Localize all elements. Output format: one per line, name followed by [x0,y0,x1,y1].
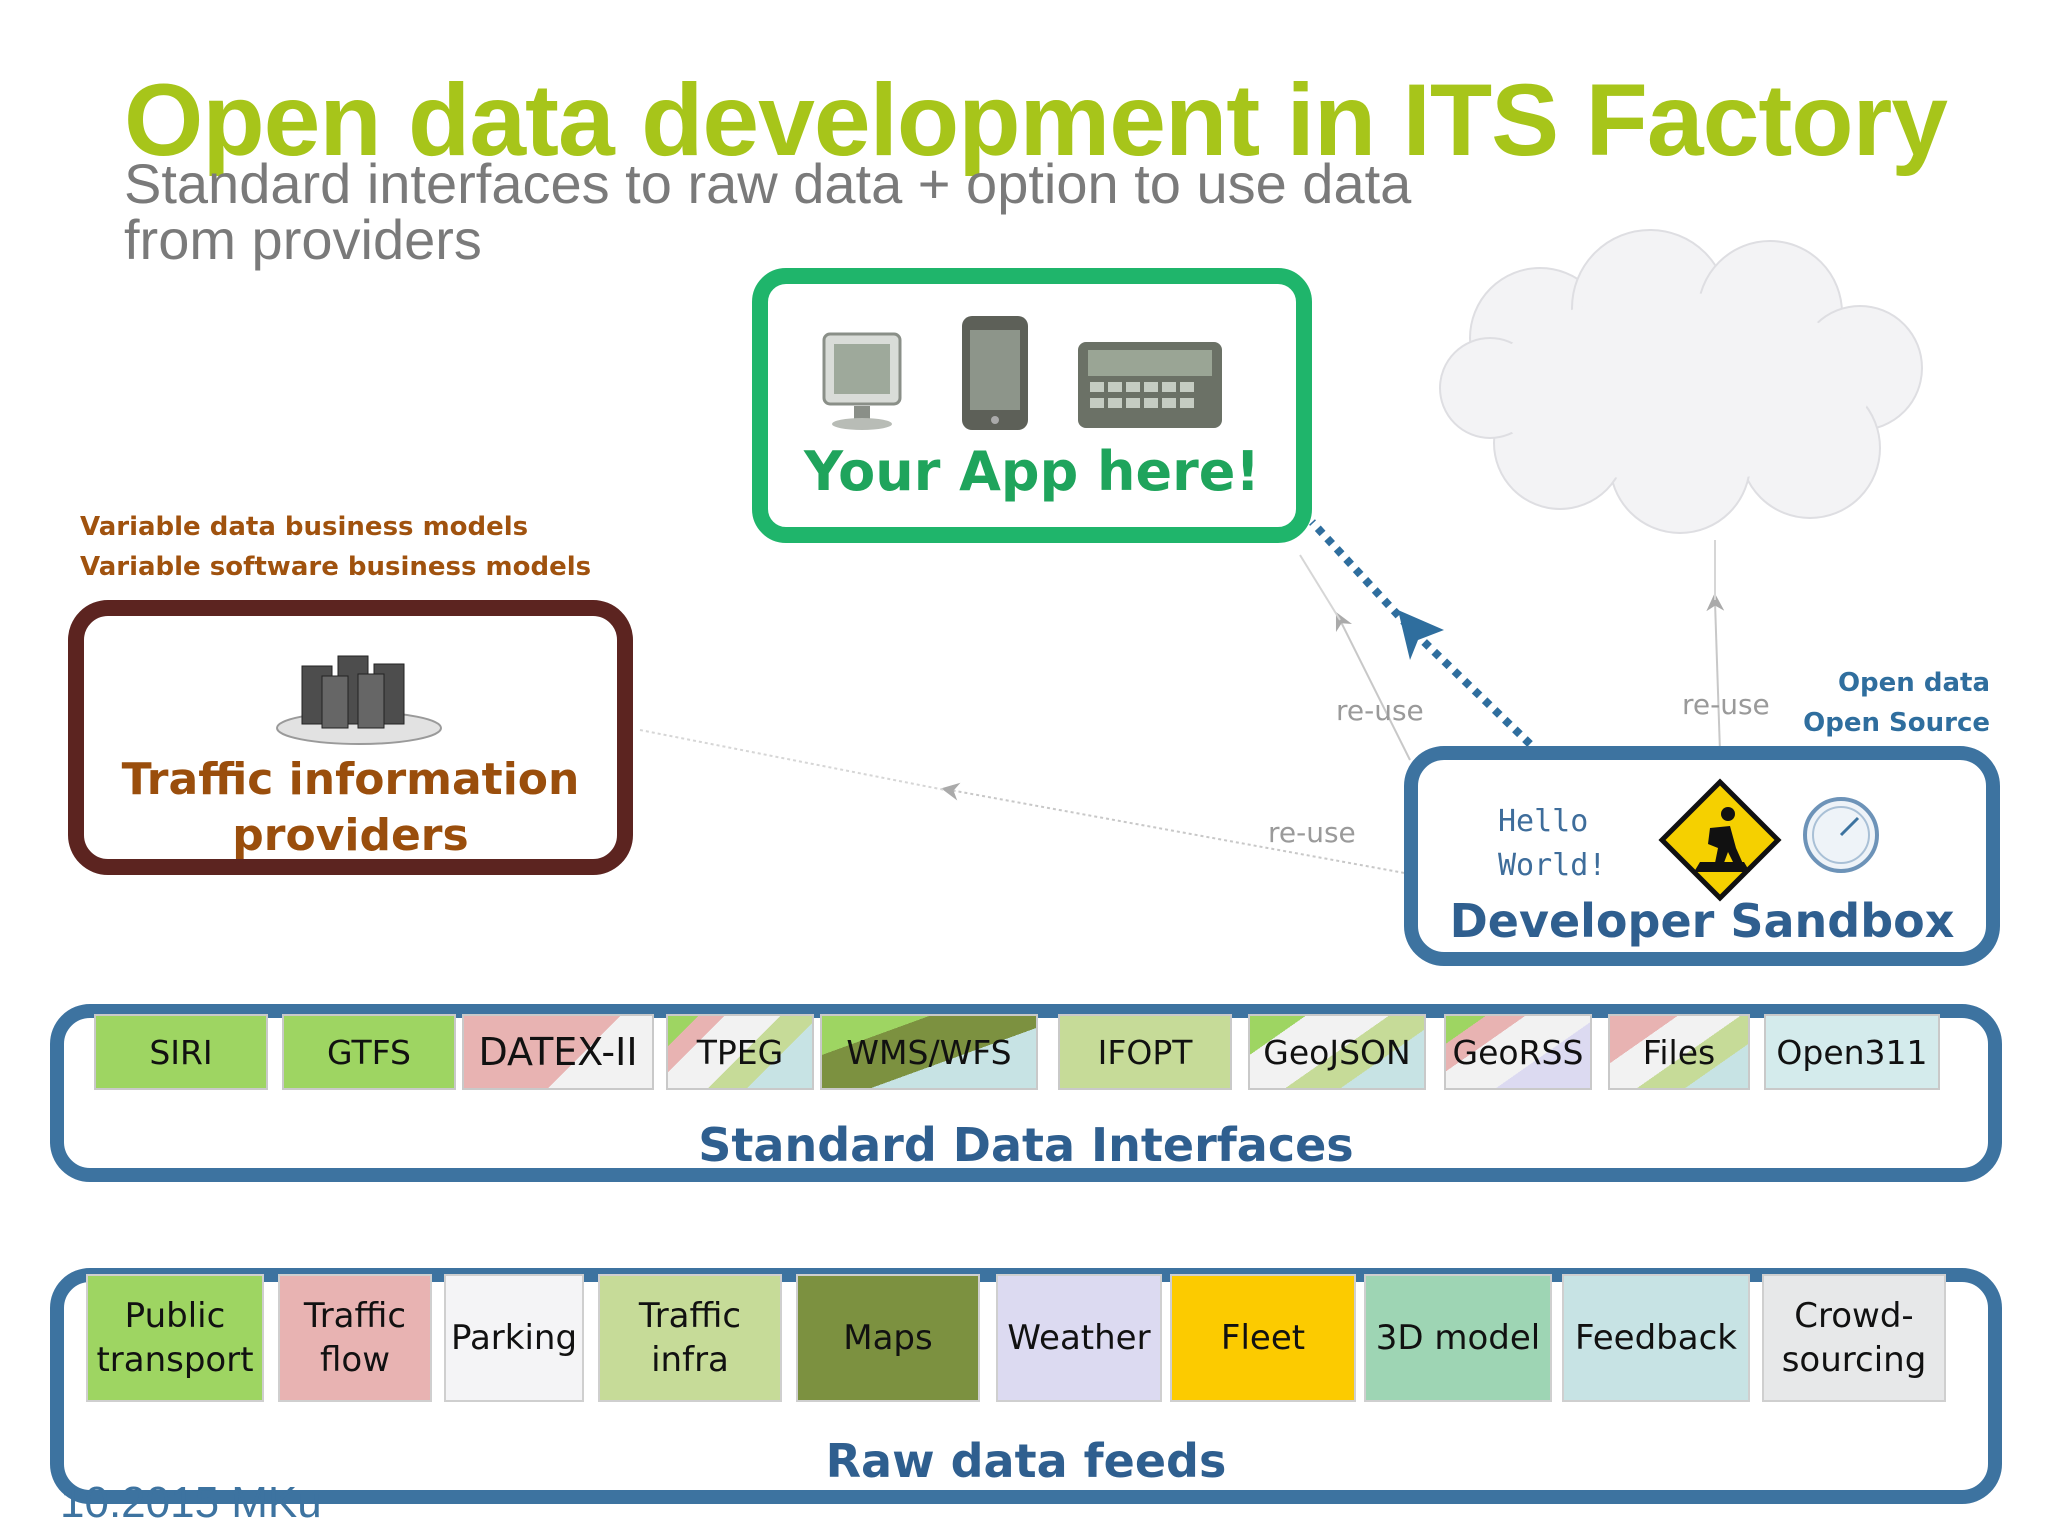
traffic-providers-label: Traffic information providers [84,752,617,864]
raw-feeds-label: Raw data feeds [825,1434,1227,1488]
interface-georss: GeoRSS [1444,1014,1592,1090]
app-label: Your App here! [804,440,1260,503]
hello-line2: World! [1498,848,1607,883]
traffic-providers-box: Traffic information providers [68,600,633,875]
hello-line1: Hello [1498,804,1589,839]
servers-icon [276,655,442,745]
page-title: Open data development in ITS Factory [124,63,1948,177]
footer-date: 10.2015 MKu [60,1478,322,1527]
raw-feed-item: Fleet [1170,1274,1356,1402]
app-box: Your App here! [752,268,1312,543]
monitor-icon [822,332,902,430]
gauge-icon [1803,797,1879,873]
open-data-label: Open data [1837,668,1990,698]
interface-files: Files [1608,1014,1750,1090]
page-subtitle: Standard interfaces to raw data + option… [124,152,1412,271]
cloud-icon [1439,229,1923,534]
raw-feed-item: Weather [996,1274,1162,1402]
reuse-label-app: re-use [1336,694,1424,727]
raw-feed-line1: Parking [450,1318,578,1358]
raw-feed-item: 3D model [1364,1274,1552,1402]
raw-feed-item: Crowd-sourcing [1762,1274,1946,1402]
traffic-providers-label-line1: Traffic information [121,754,580,805]
raw-feed-line1: 3D model [1375,1318,1541,1358]
reuse-label-providers: re-use [1268,816,1356,849]
raw-feed-line1: Public [124,1296,226,1336]
interface-geojson: GeoJSON [1248,1014,1426,1090]
phone-icon [962,316,1028,430]
deploy-arrow [1417,635,1533,747]
raw-feed-line1: Traffic [303,1296,407,1336]
interface-ifopt: IFOPT [1058,1014,1232,1090]
raw-feed-line2: infra [651,1340,729,1380]
raw-feed-line1: Feedback [1575,1318,1737,1358]
raw-feed-line1: Crowd- [1794,1296,1914,1336]
interface-tpeg: TPEG [666,1014,814,1090]
raw-feed-line2: transport [96,1340,254,1380]
interface-datex-ii: DATEX-II [462,1014,654,1090]
reuse-arrow-cloud [1706,593,1725,753]
raw-feed-line2: flow [319,1340,391,1380]
business-model-data: Variable data business models [80,512,529,542]
interface-siri: SIRI [94,1014,268,1090]
reuse-arrow-app [1335,611,1411,761]
raw-feed-line2: sourcing [1781,1340,1927,1380]
traffic-providers-label-line2: providers [232,810,469,861]
raw-feed-line1: Fleet [1220,1318,1306,1358]
developer-sandbox-box: Hello World! Developer Sandbox [1404,746,2000,966]
raw-feed-line1: Traffic [638,1296,742,1336]
raw-feed-item: Parking [444,1274,584,1402]
open-source-label: Open Source [1803,708,1990,738]
raw-feed-item: Maps [796,1274,980,1402]
devices-icon [822,316,1222,430]
standard-interfaces-label: Standard Data Interfaces [698,1118,1354,1172]
construction-sign-icon [1658,778,1782,902]
hello-world-text: Hello World! [1498,800,1606,888]
interface-gtfs: GTFS [282,1014,456,1090]
raw-feed-line1: Maps [843,1318,933,1358]
interface-wms-wfs: WMS/WFS [820,1014,1038,1090]
keyboard-device-icon [1078,342,1222,428]
raw-feed-item: Feedback [1562,1274,1750,1402]
reuse-label-cloud: re-use [1682,688,1770,721]
business-model-software: Variable software business models [80,552,592,582]
interface-open311: Open311 [1764,1014,1940,1090]
developer-sandbox-label: Developer Sandbox [1449,894,1955,948]
raw-feed-line1: Weather [1007,1318,1151,1358]
